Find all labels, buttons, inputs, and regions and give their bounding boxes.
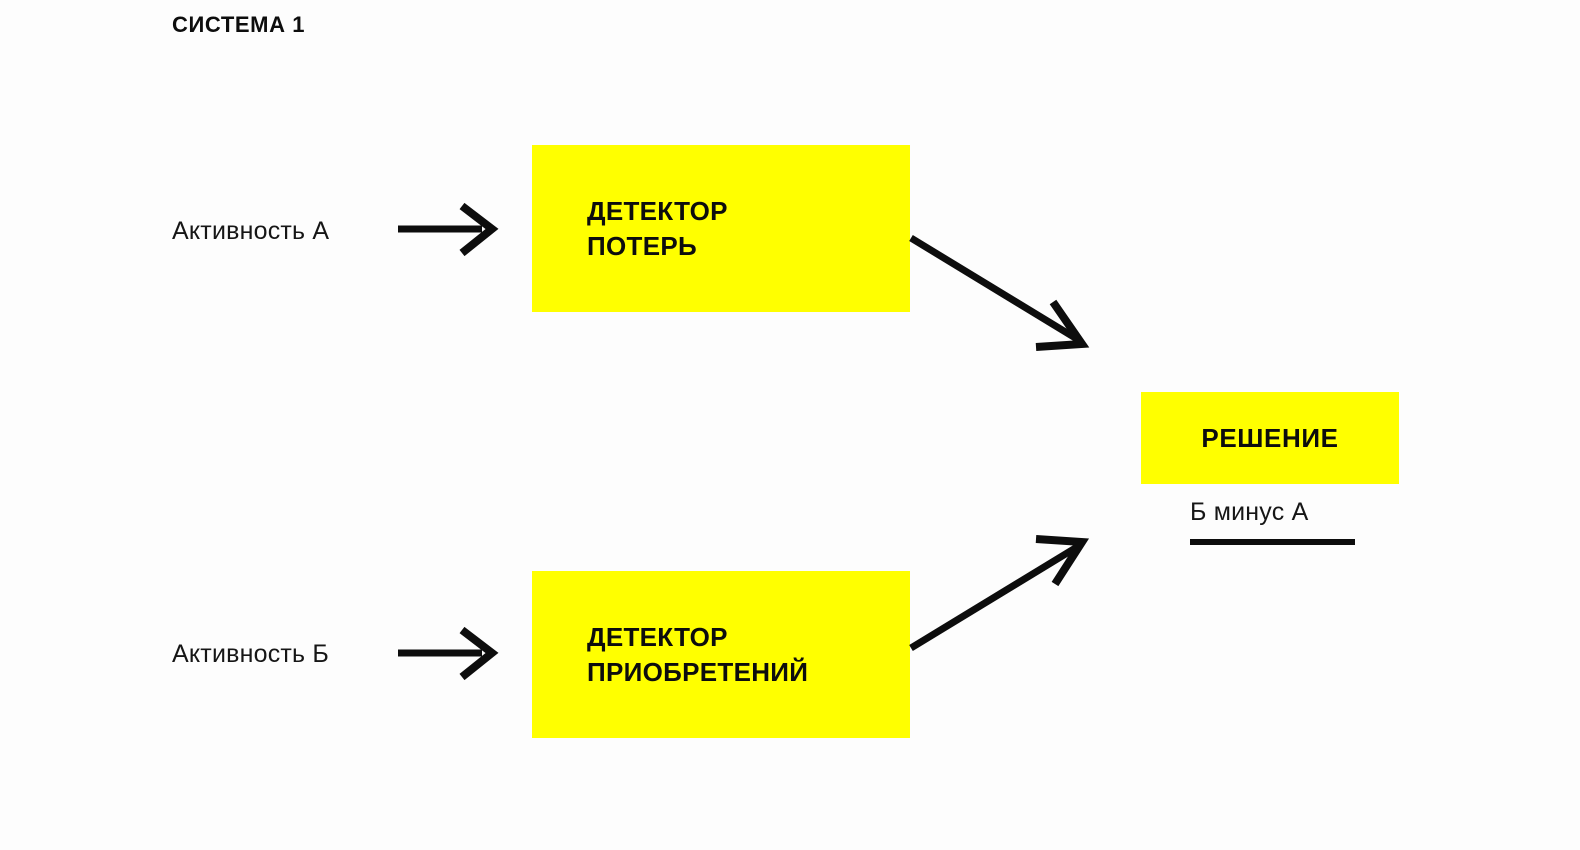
process-box-gain-detector-label: ДЕТЕКТОР ПРИОБРЕТЕНИЙ bbox=[587, 622, 809, 687]
arrow-gain-detector-to-decision bbox=[909, 535, 1090, 651]
process-box-loss-detector[interactable]: ДЕТЕКТОР ПОТЕРЬ bbox=[532, 145, 910, 312]
process-box-loss-detector-label: ДЕТЕКТОР ПОТЕРЬ bbox=[587, 196, 728, 261]
arrow-input-b-to-gain-detector bbox=[398, 626, 499, 681]
decision-box[interactable]: РЕШЕНИЕ bbox=[1141, 392, 1399, 484]
page-title: СИСТЕМА 1 bbox=[172, 12, 306, 37]
decision-box-label: РЕШЕНИЕ bbox=[1201, 422, 1339, 453]
input-label-activity-b: Активность Б bbox=[172, 640, 330, 668]
arrow-loss-detector-to-decision bbox=[909, 235, 1090, 351]
arrow-input-a-to-loss-detector bbox=[398, 202, 499, 257]
input-label-activity-a: Активность А bbox=[172, 217, 330, 245]
decision-formula-text: Б минус А bbox=[1190, 498, 1309, 526]
process-box-gain-detector[interactable]: ДЕТЕКТОР ПРИОБРЕТЕНИЙ bbox=[532, 571, 910, 738]
decision-formula-underline bbox=[1190, 539, 1355, 545]
